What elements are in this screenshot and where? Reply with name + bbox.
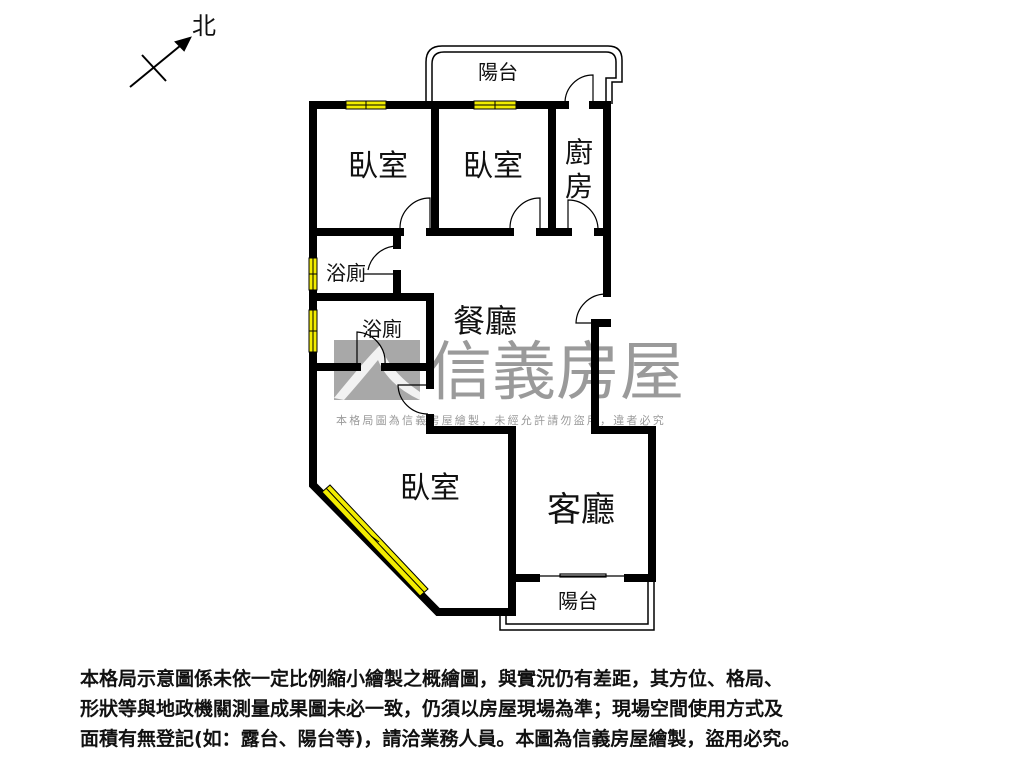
disclaimer-line: 面積有無登記(如：露台、陽台等)，請洽業務人員。本圖為信義房屋繪製，盜用必究。 [80,728,801,750]
door-bathroom-2 [356,331,386,367]
disclaimer-line: 本格局示意圖係未依一定比例縮小繪製之概繪圖，與實況仍有差距，其方位、格局、 [80,668,784,690]
door-dining [575,293,607,324]
label-bathroom-1: 浴廁 [326,261,366,285]
label-kitchen-2: 房 [565,170,593,203]
door-bathroom-1 [364,245,398,275]
watermark-notice: 本格局圖為信義房屋繪製，未經允許請勿盜用，違者必究 [336,413,666,427]
label-balcony-top: 陽台 [478,60,518,84]
door-living-balcony [536,573,628,578]
north-arrow-icon [129,36,192,88]
watermark-brand: 信義房屋 [428,336,684,410]
north-label: 北 [192,12,216,40]
label-dining: 餐廳 [453,302,517,340]
door-bedroom-3 [397,384,430,415]
label-balcony-bottom: 陽台 [558,589,598,613]
label-kitchen-1: 廚 [565,136,593,169]
bottom-balcony-outline [499,578,655,631]
walls [309,101,656,616]
label-bedroom-1: 臥室 [348,149,408,184]
door-top-balcony [564,74,594,105]
doors [356,74,628,578]
label-living: 客廳 [547,490,615,530]
label-bedroom-2: 臥室 [463,149,523,184]
top-balcony-outline [425,45,623,104]
label-bedroom-3: 臥室 [400,471,460,506]
door-bedroom-2 [509,197,541,232]
disclaimer-line: 形狀等與地政機關測量成果圖未必一致，仍須以房屋現場為準；現場空間使用方式及 [80,698,784,720]
label-bathroom-2: 浴廁 [362,317,402,341]
window-bedroom-3 [321,484,429,597]
door-bedroom-1 [399,197,431,232]
windows [308,100,517,597]
disclaimer: 本格局示意圖係未依一定比例縮小繪製之概繪圖，與實況仍有差距，其方位、格局、 形狀… [80,664,960,754]
door-kitchen [567,199,599,232]
